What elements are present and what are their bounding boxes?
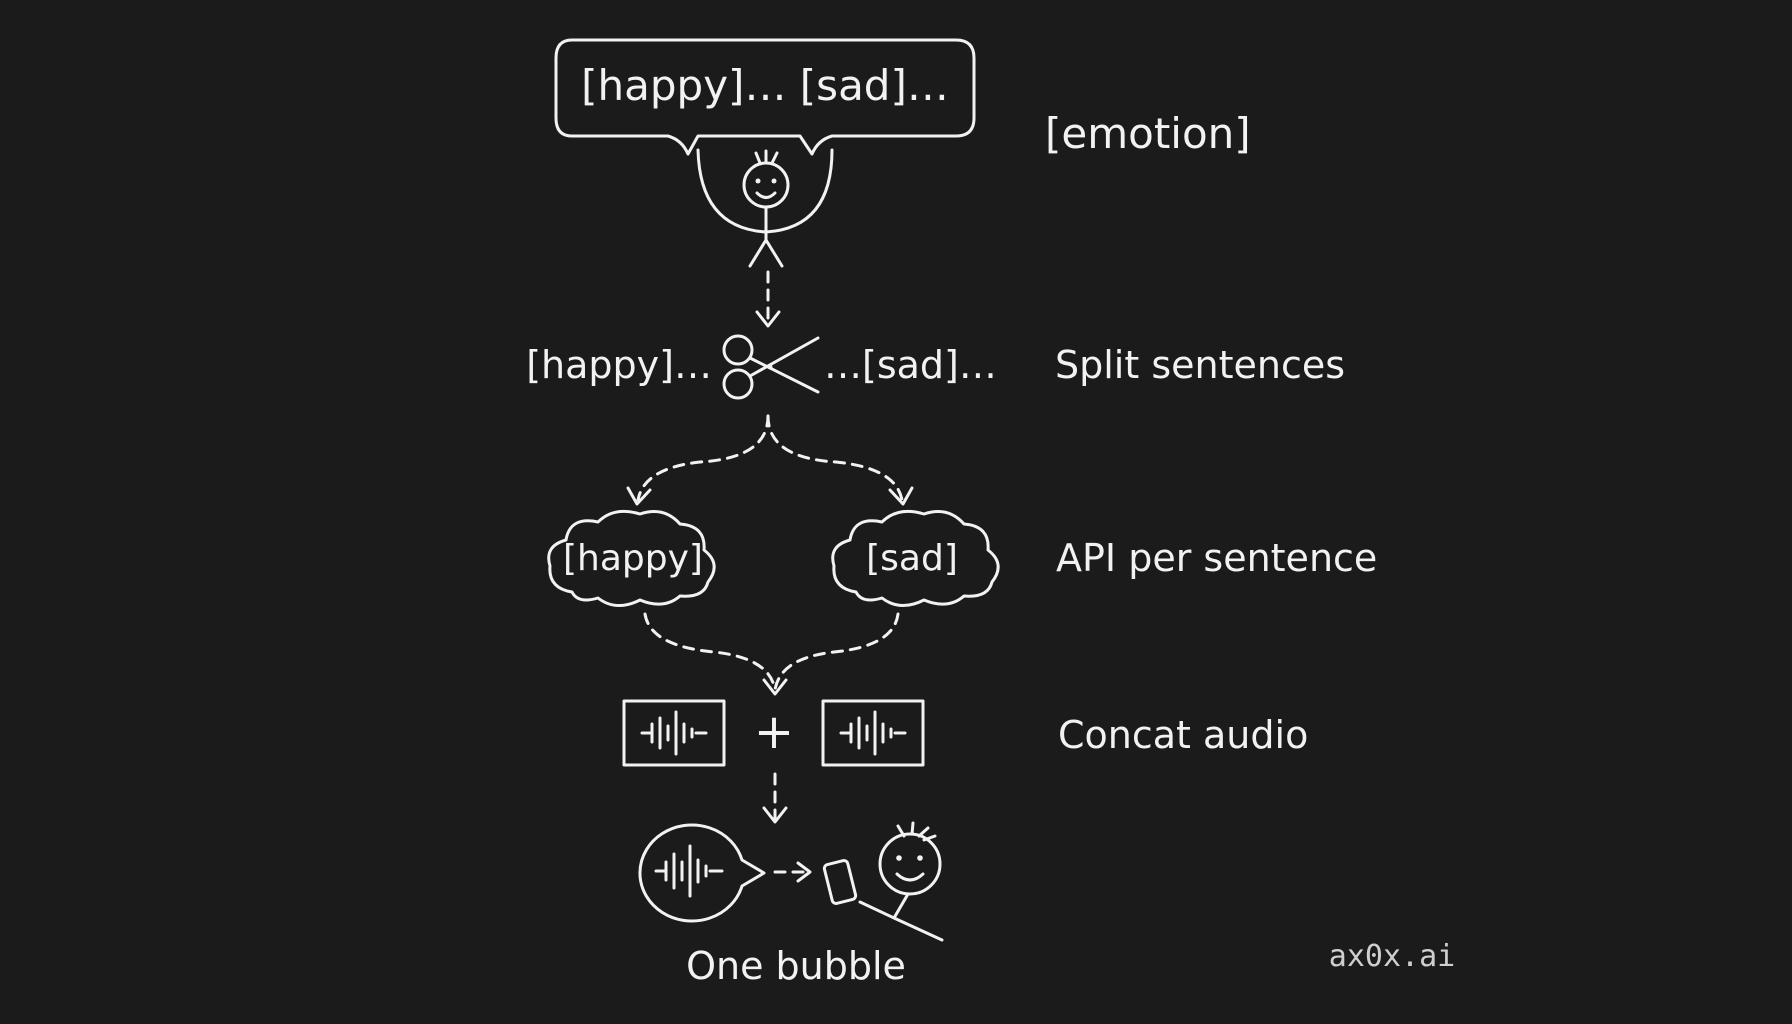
cloud-icon-left: [happy] xyxy=(547,509,716,607)
split-left-text: [happy]… xyxy=(526,343,712,387)
step-label-split: Split sentences xyxy=(1055,343,1345,387)
scissors-icon xyxy=(722,334,820,400)
speech-bubble-group: [happy]… [sad]… xyxy=(554,38,976,156)
result-caption: One bubble xyxy=(686,944,906,988)
audio-waveform-icon-right xyxy=(821,699,925,767)
split-right-text: …[sad]… xyxy=(824,343,997,387)
cloud-left-text: [happy] xyxy=(563,538,703,579)
speech-bubble-text: [happy]… [sad]… xyxy=(581,61,949,110)
arrow-branch xyxy=(626,414,914,506)
arrow-down-1 xyxy=(755,270,781,328)
arrow-down-2 xyxy=(762,772,788,824)
speech-bubble-icon xyxy=(554,38,976,156)
step-label-api: API per sentence xyxy=(1056,536,1377,580)
cloud-icon-right: [sad] xyxy=(831,509,1000,607)
phone-icon xyxy=(822,859,858,905)
arrow-merge xyxy=(643,612,900,696)
cloud-right-text: [sad] xyxy=(866,538,958,579)
stick-figure-icon xyxy=(696,148,834,268)
concat-plus: + xyxy=(754,704,794,760)
step-label-emotion: [emotion] xyxy=(1045,109,1251,158)
listener-figure-icon xyxy=(858,821,944,942)
audio-waveform-icon-left xyxy=(622,699,726,767)
arrow-right xyxy=(773,861,812,883)
step-label-concat: Concat audio xyxy=(1058,713,1308,757)
voice-bubble-icon xyxy=(638,823,766,923)
watermark: ax0x.ai xyxy=(1329,939,1455,974)
